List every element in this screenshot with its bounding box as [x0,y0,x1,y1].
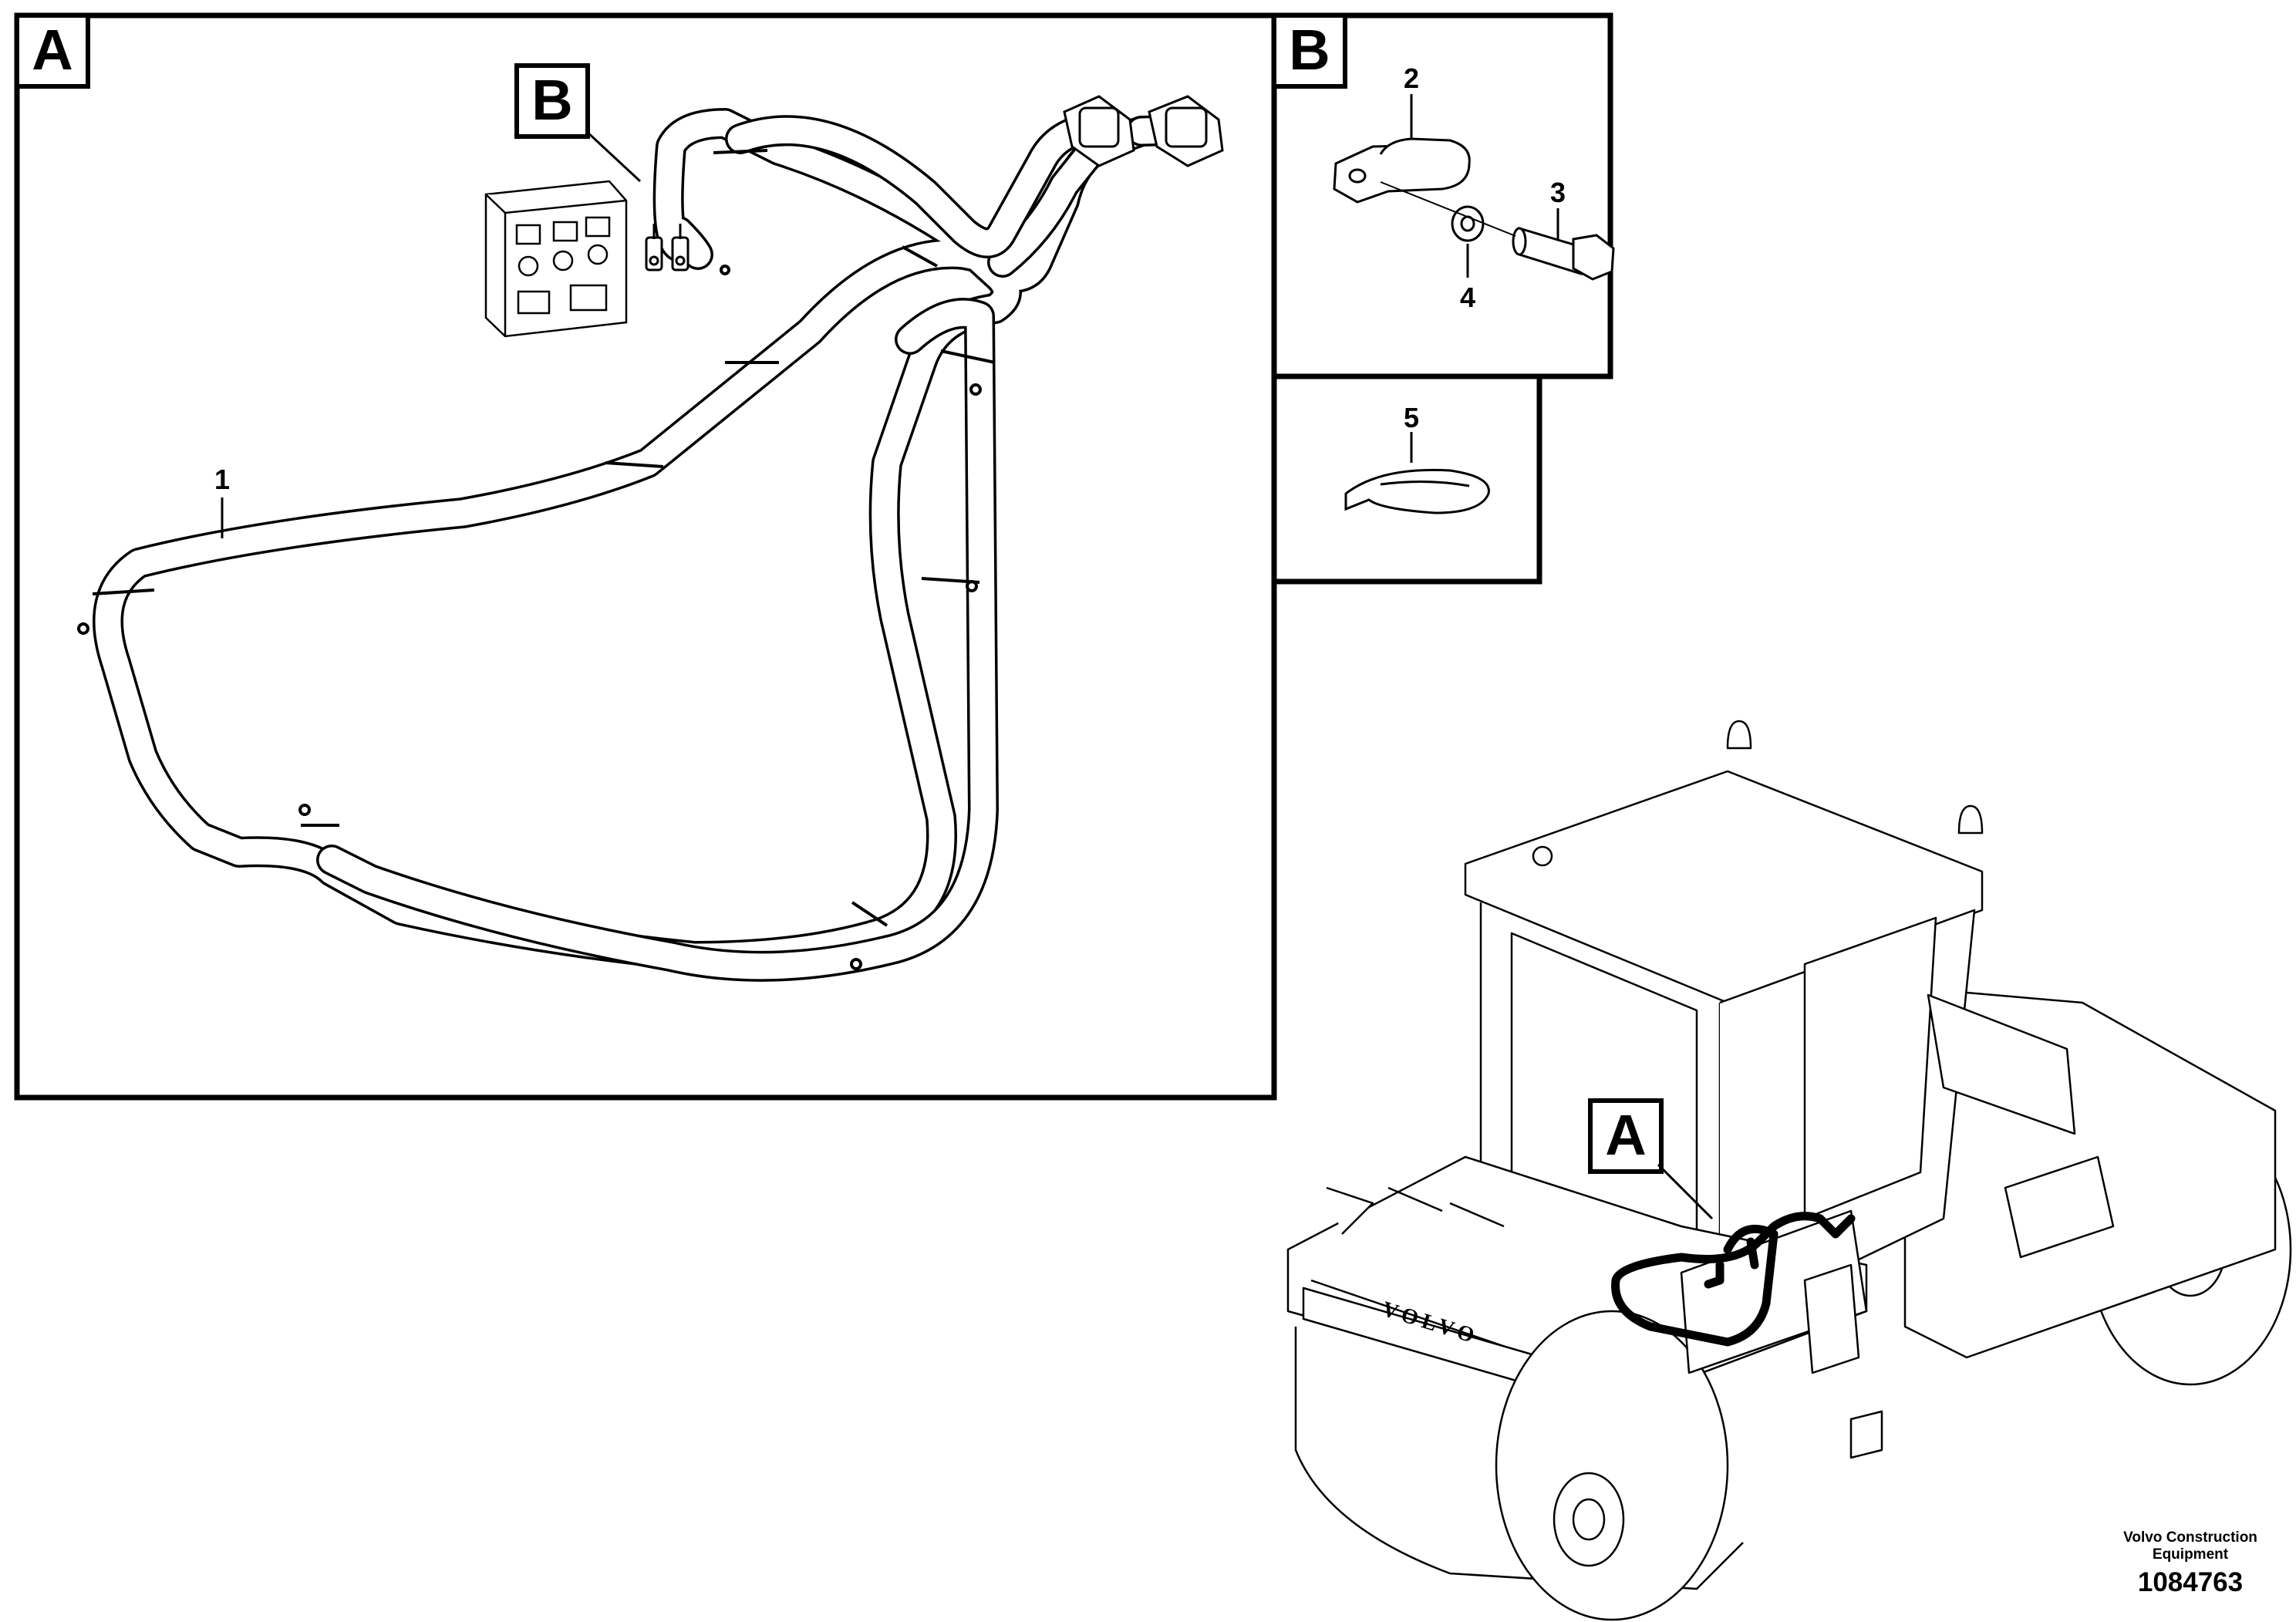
panel-a-tag-box [15,13,90,89]
detail-b-leader [585,130,642,183]
roller-machine [1286,720,2292,1621]
callout-2: 2 [1403,62,1420,94]
panel-a-tag: A [32,18,73,82]
cable-tie-part [1344,468,1490,514]
machine-a-tag-box [1588,1098,1664,1174]
panel-c-frame [1271,373,1542,585]
ring-terminals [645,224,689,271]
detail-b-tag: B [531,68,573,132]
callout-4: 4 [1459,282,1476,313]
washer-axis [1380,181,1516,237]
p-clamp-part [1333,137,1471,204]
panel-b-tag-box [1272,13,1347,89]
junction-box [484,180,628,338]
harness-clamps [77,149,996,970]
panel-b-tag: B [1289,18,1330,82]
callout-3: 3 [1549,177,1566,208]
footer-company-line2: Equipment [2152,1546,2229,1563]
harness-connectors [1063,95,1224,167]
callout-1: 1 [214,464,231,495]
callout-5: 5 [1403,402,1420,433]
machine-a-tag: A [1605,1103,1647,1167]
washer-part [1451,205,1485,242]
machine-harness-highlight [1611,1212,1856,1347]
machine-a-leader [1657,1163,1714,1220]
document-number: 1084763 [2137,1567,2244,1597]
footer-company-line1: Volvo Construction [2123,1529,2257,1546]
detail-b-tag-box [514,63,590,139]
screw-part [1512,226,1615,281]
